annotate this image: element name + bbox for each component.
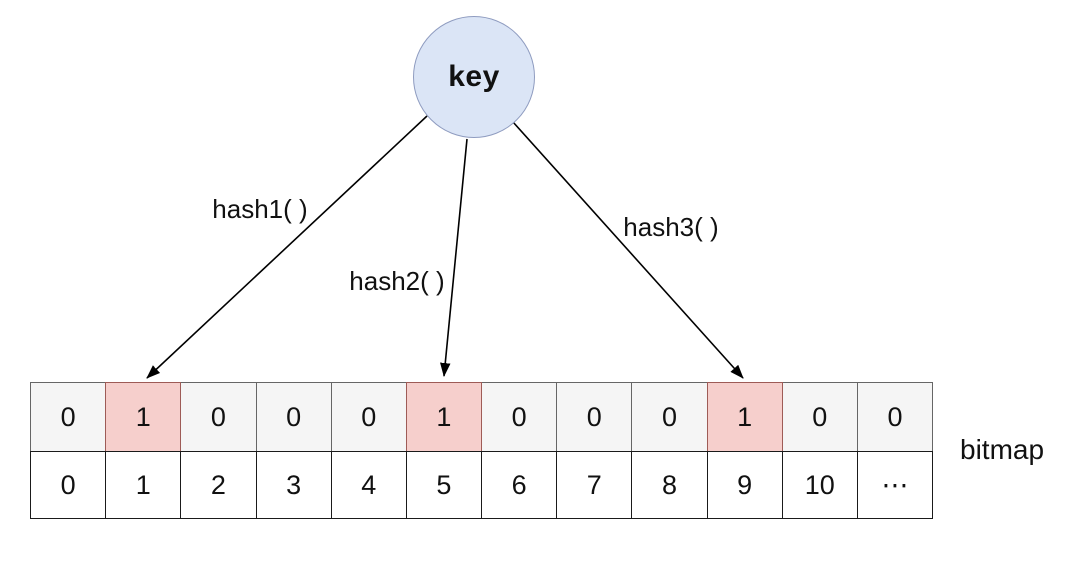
hash3-label: hash3( ): [623, 212, 719, 242]
bitmap-label: bitmap: [960, 434, 1045, 465]
bit-cell: 0: [481, 382, 558, 452]
hash1-label: hash1( ): [212, 194, 308, 224]
hash2-label: hash2( ): [349, 266, 445, 296]
key-node-label: key: [448, 60, 500, 93]
index-cell: 10: [781, 451, 858, 519]
index-cell: 2: [180, 451, 257, 519]
index-cell: 0: [30, 451, 107, 519]
hash1-arrow: [146, 115, 428, 379]
bit-cell: 0: [781, 382, 858, 452]
bit-cell: 1: [105, 382, 182, 452]
index-cell: 5: [405, 451, 483, 519]
hash2-arrow: [440, 138, 468, 377]
bit-cell: 0: [30, 382, 107, 452]
bit-cell: 1: [706, 382, 783, 452]
index-cell: 9: [706, 451, 783, 519]
bit-cell: 0: [180, 382, 257, 452]
bit-cell: 1: [405, 382, 483, 452]
bit-cell: 0: [255, 382, 332, 452]
index-cell: 4: [330, 451, 407, 519]
bit-cell: 0: [631, 382, 708, 452]
index-cell: 1: [105, 451, 182, 519]
index-cell: 8: [631, 451, 708, 519]
hash3-arrow: [512, 121, 744, 379]
index-cell: 3: [255, 451, 332, 519]
bit-cell: 0: [856, 382, 934, 452]
bit-cell: 0: [330, 382, 407, 452]
bit-cell: 0: [556, 382, 633, 452]
index-cell: 6: [481, 451, 558, 519]
index-cell: ⋯: [856, 451, 934, 519]
key-node: key: [413, 16, 535, 138]
index-cell: 7: [556, 451, 633, 519]
